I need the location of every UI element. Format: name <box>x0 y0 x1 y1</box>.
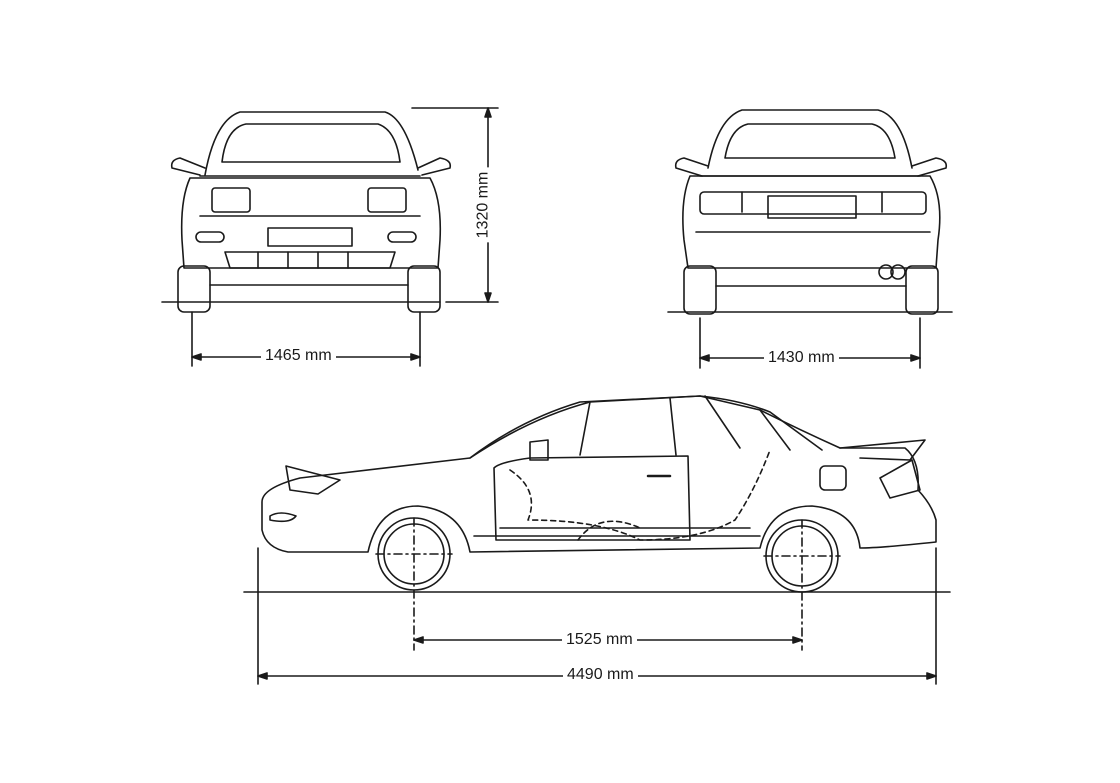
rear-roof-outline <box>707 109 913 169</box>
front-left-headlight <box>211 187 251 213</box>
rear-view <box>667 109 953 315</box>
rear-exhaust-right <box>890 264 906 280</box>
rear-left-mirror <box>674 157 709 177</box>
side-front-marker-light <box>269 512 297 523</box>
rear-track-label: 1430 mm <box>764 349 839 367</box>
front-right-foglight <box>387 231 417 243</box>
side-fuel-door <box>819 465 847 491</box>
wheelbase-label: 1525 mm <box>562 631 637 649</box>
front-body <box>180 177 442 269</box>
front-track-dimension <box>191 311 421 367</box>
length-dimension <box>257 547 937 685</box>
rear-window <box>724 123 896 159</box>
side-popup-headlight <box>285 465 341 495</box>
side-mirror <box>529 439 549 461</box>
front-license-plate <box>267 227 353 247</box>
rear-exhaust-left <box>878 264 894 280</box>
front-grille <box>224 251 396 269</box>
side-hidden-lines <box>509 449 771 541</box>
front-right-tire <box>407 265 441 313</box>
rear-left-tire <box>683 265 717 315</box>
side-soft-top <box>469 395 823 459</box>
front-track-label: 1465 mm <box>261 347 336 365</box>
front-left-foglight <box>195 231 225 243</box>
rear-body <box>682 175 941 269</box>
front-left-tire <box>177 265 211 313</box>
front-left-mirror <box>170 157 206 176</box>
side-rear-spoiler <box>839 439 926 461</box>
height-label: 1320 mm <box>474 167 493 243</box>
front-windshield <box>221 123 401 163</box>
rear-right-tire <box>905 265 939 315</box>
side-tail-light <box>879 459 921 499</box>
rear-license-plate <box>767 195 857 219</box>
side-view <box>243 395 951 651</box>
side-body-profile <box>261 395 937 553</box>
rear-right-mirror <box>911 157 948 177</box>
front-right-mirror <box>417 157 452 176</box>
side-door <box>493 455 691 541</box>
rear-taillight-band <box>699 191 927 215</box>
length-label: 4490 mm <box>563 666 638 684</box>
front-right-headlight <box>367 187 407 213</box>
front-view <box>161 111 452 313</box>
front-roof-outline <box>204 111 419 176</box>
